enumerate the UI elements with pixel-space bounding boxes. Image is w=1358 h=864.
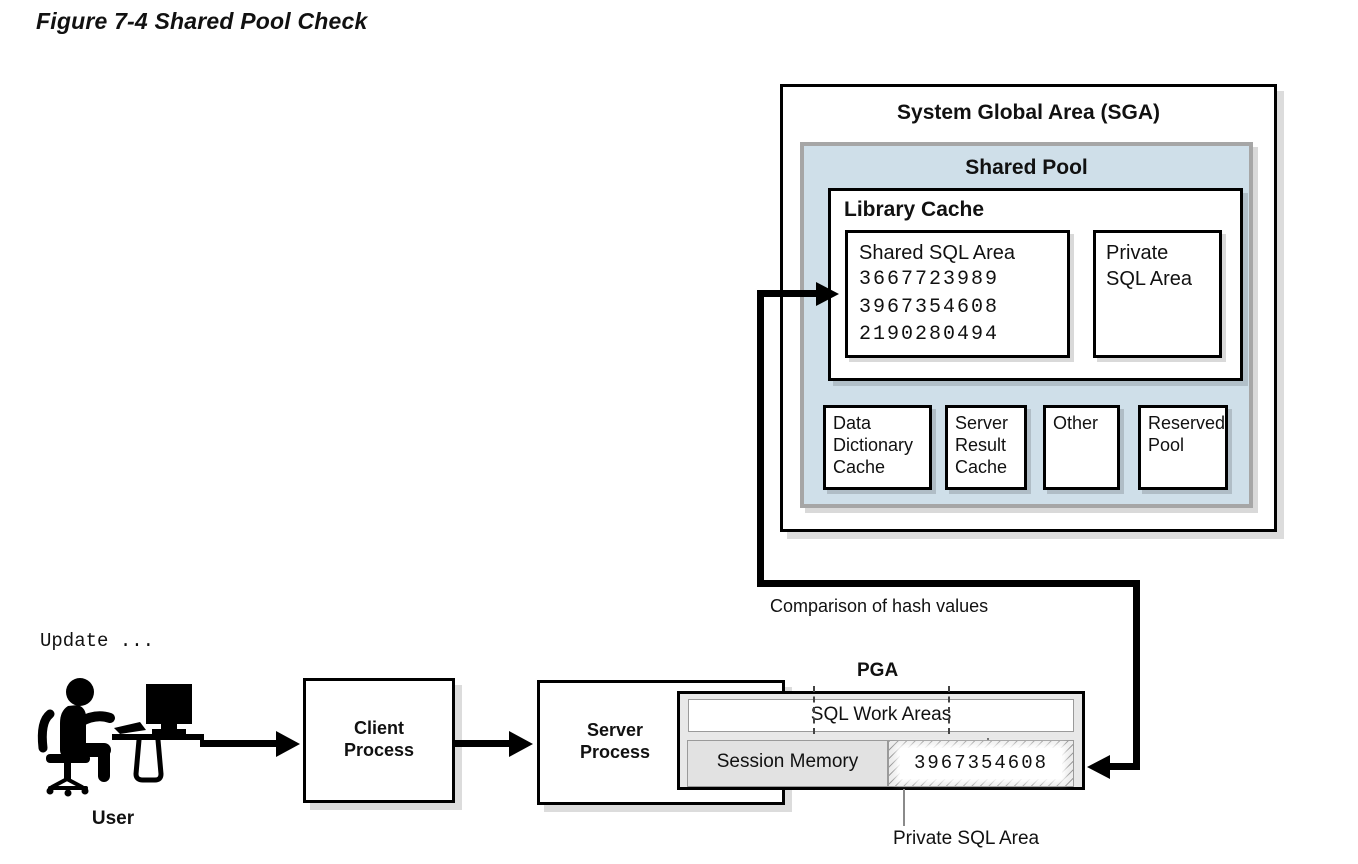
component-label: Dictionary: [833, 434, 914, 455]
private-sql-hatch: 3967354608: [888, 740, 1074, 787]
server-process-label: Process: [579, 741, 651, 762]
server-process-label: Server: [586, 720, 644, 740]
other-box: Other: [1043, 405, 1120, 490]
hash-value: 2190280494: [859, 323, 1000, 347]
component-label: Cache: [833, 456, 886, 477]
library-cache-box: Library Cache Shared SQL Area 3667723989…: [828, 188, 1243, 381]
arrowhead-into-shared-sql-icon: [816, 282, 839, 306]
work-area-divider: [948, 686, 950, 734]
hash-value: 3967354608: [859, 295, 1000, 319]
arrowhead-into-pga-icon: [1087, 755, 1110, 779]
sql-work-areas-label: SQL Work Areas: [810, 704, 952, 725]
pga-box: SQL Work Areas Session Memory 3967354608: [677, 686, 1085, 790]
pga-title: PGA: [857, 660, 899, 681]
sga-title: System Global Area (SGA): [897, 101, 1160, 124]
shared-pool-title: Shared Pool: [965, 156, 1088, 179]
user-at-computer-icon: [37, 678, 204, 797]
session-memory-label: Session Memory: [716, 751, 859, 772]
component-label: Result: [955, 434, 1007, 455]
shared-sql-area-box: Shared SQL Area 3667723989 3967354608 21…: [845, 230, 1070, 358]
component-label: Server: [955, 413, 1009, 433]
component-label: Pool: [1148, 434, 1185, 455]
update-query-text: Update ...: [40, 630, 155, 652]
reserved-pool-box: Reserved Pool: [1138, 405, 1228, 490]
hash-value: 3667723989: [859, 268, 1000, 291]
data-dictionary-cache-box: Data Dictionary Cache: [823, 405, 932, 490]
component-label: Reserved: [1148, 413, 1226, 433]
work-area-divider: [813, 686, 815, 734]
private-sql-area-bottom-label: Private SQL Area: [893, 828, 1040, 849]
client-process-box: Client Process: [303, 678, 455, 803]
figure-title: Figure 7-4 Shared Pool Check: [36, 8, 368, 34]
user-label: User: [91, 808, 135, 829]
private-sql-area-connector: [903, 789, 905, 826]
client-process-label: Process: [343, 739, 415, 760]
private-sql-area-box: Private SQL Area: [1093, 230, 1222, 358]
library-cache-title: Library Cache: [844, 198, 985, 221]
component-label: Data: [833, 413, 872, 433]
private-sql-area-label: Private: [1106, 242, 1169, 264]
server-result-cache-box: Server Result Cache: [945, 405, 1027, 490]
component-label: Cache: [955, 456, 1008, 477]
session-memory-panel: Session Memory: [687, 740, 888, 787]
sql-work-areas-panel: SQL Work Areas: [688, 699, 1074, 732]
shared-pool-box: Shared Pool Library Cache Shared SQL Are…: [800, 142, 1253, 508]
private-sql-hash-value: 3967354608: [900, 748, 1062, 779]
client-process-label: Client: [353, 718, 404, 738]
component-label: Other: [1053, 413, 1099, 433]
comparison-label: Comparison of hash values: [770, 596, 989, 616]
sga-box: System Global Area (SGA) Shared Pool Lib…: [780, 84, 1277, 532]
private-sql-area-label: SQL Area: [1106, 268, 1192, 290]
shared-sql-area-title: Shared SQL Area: [859, 242, 1016, 264]
